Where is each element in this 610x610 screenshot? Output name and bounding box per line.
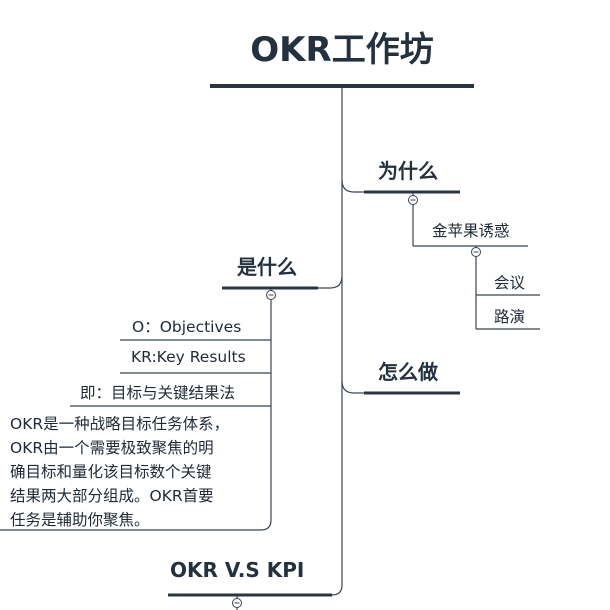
description-line: OKR由一个需要极致聚焦的明 — [10, 439, 214, 457]
topic-okr-vs-kpi[interactable]: OKR V.S KPI — [170, 558, 305, 582]
subtopic-key-results[interactable]: KR:Key Results — [131, 348, 246, 366]
subtopic-method[interactable]: 即：目标与关键结果法 — [80, 384, 236, 402]
central-topic[interactable]: OKR工作坊 — [250, 30, 434, 70]
subtopic-golden-apple[interactable]: 金苹果诱惑 — [432, 222, 510, 240]
description-line: 确目标和量化该目标数个关键 — [10, 463, 212, 481]
subtopic-roadshow[interactable]: 路演 — [494, 308, 526, 326]
topic-why[interactable]: 为什么 — [378, 159, 438, 183]
description-underline — [0, 519, 272, 531]
how-connector — [341, 380, 364, 394]
topic-how[interactable]: 怎么做 — [378, 360, 438, 384]
description-line: OKR是一种战略目标任务体系， — [10, 415, 230, 433]
subtopic-meeting[interactable]: 会议 — [494, 274, 526, 292]
why-connector — [341, 179, 364, 193]
topic-what[interactable]: 是什么 — [237, 255, 297, 279]
description-line: 任务是辅助你聚焦。 — [10, 511, 150, 529]
main-trunk — [331, 88, 343, 596]
subtopic-objectives[interactable]: O：Objectives — [132, 318, 242, 336]
subtopic-description[interactable]: OKR是一种战略目标任务体系， OKR由一个需要极致聚焦的明 确目标和量化该目标… — [10, 412, 268, 532]
description-line: 结果两大部分组成。OKR首要 — [10, 487, 214, 505]
what-connector — [318, 275, 343, 289]
